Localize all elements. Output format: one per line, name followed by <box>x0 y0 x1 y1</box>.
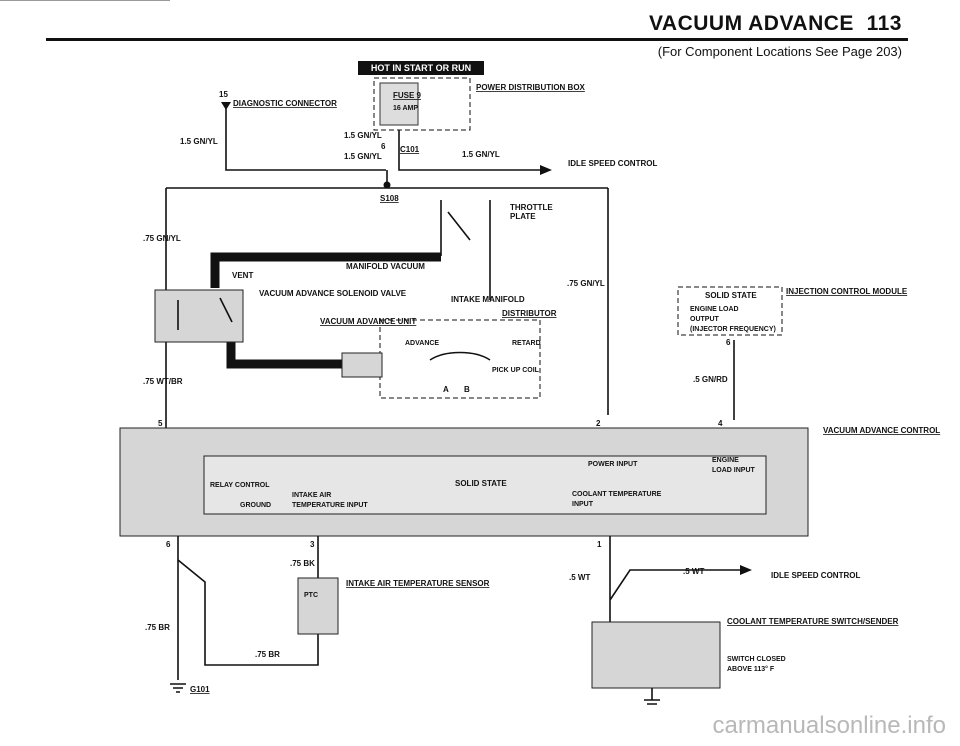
pickup-label: PICK UP COIL <box>492 367 540 374</box>
pin-1: 1 <box>597 540 602 549</box>
injection-wire-label: .5 GN/RD <box>693 375 728 384</box>
idle-speed-bottom-arrow <box>740 565 752 575</box>
feed-wire <box>398 130 540 171</box>
coolant-wire-left: .5 WT <box>569 573 590 582</box>
injection-line-2: OUTPUT <box>690 316 720 323</box>
intake-manifold-label: INTAKE MANIFOLD <box>451 295 525 304</box>
pin-5: 5 <box>158 419 163 428</box>
injection-line-1: ENGINE LOAD <box>690 306 739 313</box>
throttle-label-2: PLATE <box>510 212 536 221</box>
solenoid-label: VACUUM ADVANCE SOLENOID VALVE <box>259 289 407 298</box>
coolant-ground-symbol <box>644 688 660 705</box>
pin-6: 6 <box>166 540 171 549</box>
coolant-wire-right: .5 WT <box>683 567 704 576</box>
pin-3: 3 <box>310 540 315 549</box>
control-solid-state: SOLID STATE <box>455 479 507 488</box>
diag-wire-label: 1.5 GN/YL <box>180 137 218 146</box>
power-input-label: POWER INPUT <box>588 461 638 468</box>
control-label: VACUUM ADVANCE CONTROL <box>823 426 940 435</box>
injection-solid-state: SOLID STATE <box>705 291 757 300</box>
fuse-box-shade <box>379 82 419 126</box>
injection-module-label: INJECTION CONTROL MODULE <box>786 287 908 296</box>
power-dist-box-label: POWER DISTRIBUTION BOX <box>476 83 586 92</box>
c101-pin: 6 <box>381 142 386 151</box>
ptc-label: PTC <box>304 592 318 599</box>
manifold-vacuum-label: MANIFOLD VACUUM <box>346 262 425 271</box>
diag-pin: 15 <box>219 90 228 99</box>
vacuum-hose-top <box>210 252 441 288</box>
injection-pin: 6 <box>726 338 731 347</box>
fuse-box-outline <box>373 77 471 131</box>
banner-text: HOT IN START OR RUN <box>371 63 471 73</box>
mid-wire-label: .75 GN/YL <box>567 279 605 288</box>
coolant-switch-label: COOLANT TEMPERATURE SWITCH/SENDER <box>727 617 899 626</box>
pickup-rotor <box>429 351 491 361</box>
ground-wire <box>177 536 319 666</box>
left-wire-bottom: .75 WT/BR <box>143 377 183 386</box>
idle-speed-top-label: IDLE SPEED CONTROL <box>568 159 657 168</box>
injection-module-box <box>677 286 783 336</box>
vacuum-unit-body <box>341 352 383 378</box>
relay-control-label: RELAY CONTROL <box>210 482 270 489</box>
pin-4: 4 <box>718 419 723 428</box>
coolant-input-label-2: INPUT <box>572 501 594 508</box>
diag-wire <box>225 108 386 171</box>
page-heading: VACUUM ADVANCE 113 <box>648 12 902 35</box>
distributor-box <box>379 319 541 399</box>
diag-connector-label: DIAGNOSTIC CONNECTOR <box>233 99 337 108</box>
vacuum-unit-label: VACUUM ADVANCE UNIT <box>320 317 416 326</box>
top-rule <box>0 0 170 1</box>
throttle-label-1: THROTTLE <box>510 203 553 212</box>
g101-symbol <box>170 683 186 693</box>
injection-line-3: (INJECTOR FREQUENCY) <box>690 326 776 333</box>
c101-wire-top: 1.5 GN/YL <box>344 131 382 140</box>
coil-a-label: A <box>443 385 449 394</box>
fuse-rating: 16 AMP <box>393 105 418 112</box>
g101-label: G101 <box>190 685 210 694</box>
watermark: carmanualsonline.info <box>712 712 946 739</box>
ground-label: GROUND <box>240 502 271 509</box>
coolant-note-2: ABOVE 113° F <box>727 665 775 673</box>
heading-rule <box>46 38 908 41</box>
sensor-wire-top: .75 BK <box>290 559 315 568</box>
temp-input-label: TEMPERATURE INPUT <box>292 502 368 509</box>
solenoid-internals <box>177 297 233 330</box>
c101-label: C101 <box>400 145 420 154</box>
idle-speed-bottom-label: IDLE SPEED CONTROL <box>771 571 860 580</box>
load-input-label: LOAD INPUT <box>712 467 756 474</box>
sensor-label: INTAKE AIR TEMPERATURE SENSOR <box>346 579 490 588</box>
control-inner-box <box>203 455 767 515</box>
sensor-box <box>297 577 339 635</box>
vent-label: VENT <box>232 271 253 280</box>
sensor-wire-bottom: .75 BR <box>255 650 280 659</box>
advance-label: ADVANCE <box>405 340 439 347</box>
idle-speed-top-wire: 1.5 GN/YL <box>462 150 500 159</box>
s108-label: S108 <box>380 194 399 203</box>
coolant-wire <box>609 536 740 622</box>
coolant-input-label: COOLANT TEMPERATURE <box>572 491 662 498</box>
idle-speed-arrow <box>540 165 552 175</box>
page-subtitle: (For Component Locations See Page 203) <box>657 44 902 59</box>
retard-label: RETARD <box>512 340 541 347</box>
c101-wire-bottom: 1.5 GN/YL <box>344 152 382 161</box>
diag-connector-symbol <box>221 102 231 110</box>
engine-label: ENGINE <box>712 457 739 464</box>
vacuum-hose-bottom <box>226 330 345 369</box>
pin-2: 2 <box>596 419 601 428</box>
throttle-plate <box>447 211 471 241</box>
distributor-label: DISTRIBUTOR <box>502 309 557 318</box>
coolant-switch-box <box>591 621 721 689</box>
fuse-label: FUSE 9 <box>393 91 422 100</box>
coolant-note-1: SWITCH CLOSED <box>727 656 786 663</box>
intake-air-label: INTAKE AIR <box>292 492 331 499</box>
ground-wire-label: .75 BR <box>145 623 170 632</box>
coil-b-label: B <box>464 385 470 394</box>
left-wire-top: .75 GN/YL <box>143 234 181 243</box>
banner-box <box>358 61 484 75</box>
